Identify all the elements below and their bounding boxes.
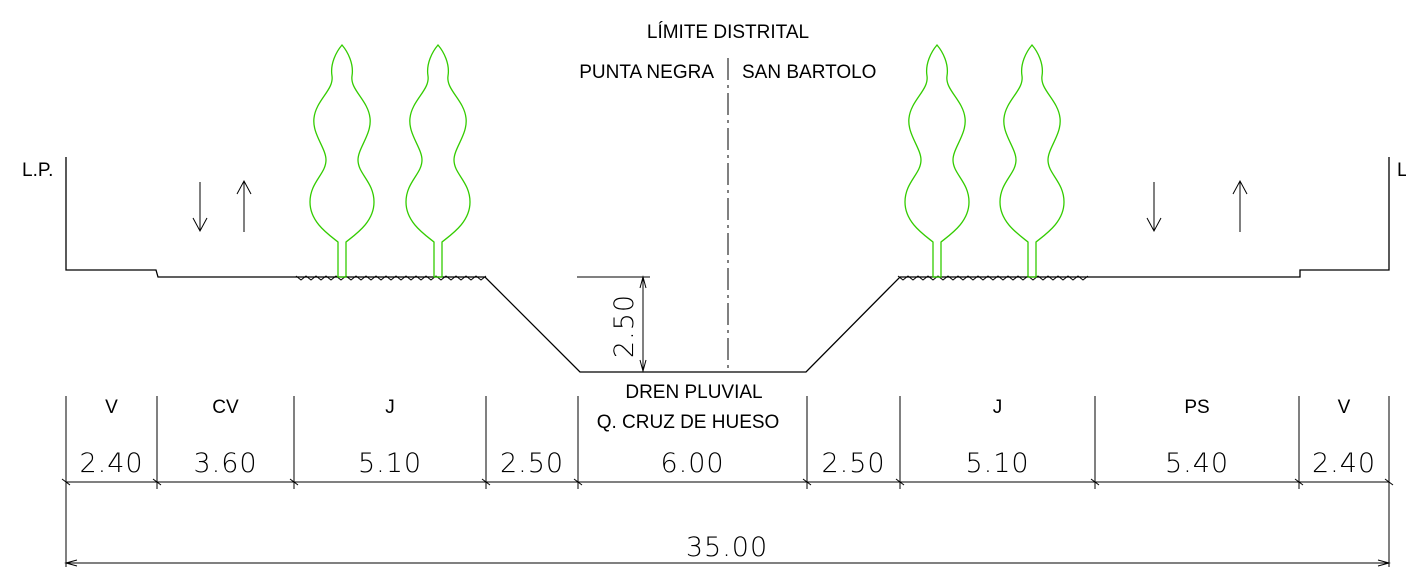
segment-code: V	[105, 397, 118, 418]
tree-icon	[999, 44, 1065, 278]
total-width-value: 35.00	[686, 532, 768, 563]
property-line-right-label: L	[1397, 160, 1406, 181]
left-district-label: PUNTA NEGRA	[579, 62, 714, 83]
segment-code: J	[993, 397, 1003, 418]
segment-dim-arrow	[1294, 478, 1304, 486]
ground-profile	[65, 157, 1390, 373]
segment-width-value: 2.50	[821, 448, 885, 479]
arrow-down-icon	[1146, 182, 1162, 233]
segment-width-value: 6.00	[660, 448, 724, 479]
segment-width-value: 2.40	[1312, 448, 1376, 479]
depth-dim-arrow-bottom	[639, 359, 647, 373]
segment-width-value: 5.40	[1165, 448, 1229, 479]
total-dim-arrow-right	[1377, 559, 1391, 567]
segment-dim-arrow	[1384, 478, 1394, 486]
segment-code: J	[385, 397, 395, 418]
segment-dim-arrow	[802, 478, 812, 486]
property-line-left-label: L.P.	[22, 160, 53, 181]
segment-width-value: 5.10	[358, 448, 422, 479]
trees	[309, 44, 1065, 278]
segment-width-value: 2.50	[500, 448, 564, 479]
boundary-title: LÍMITE DISTRITAL	[647, 22, 809, 43]
tree-icon	[405, 44, 471, 278]
grass-left	[295, 275, 487, 281]
drain-depth-value: 2.50	[609, 294, 640, 358]
segment-width-value: 3.60	[193, 448, 257, 479]
tree-icon	[309, 44, 375, 278]
segment-code: CV	[212, 397, 239, 418]
right-district-label: SAN BARTOLO	[742, 62, 876, 83]
segment-code: V	[1338, 397, 1351, 418]
segment-dim-arrow	[895, 478, 905, 486]
segment-dim-arrow	[481, 478, 491, 486]
segment-width-value: 5.10	[965, 448, 1029, 479]
drain-label-line2: Q. CRUZ DE HUESO	[597, 412, 780, 433]
arrow-up-icon	[236, 179, 252, 232]
segment-dim-arrow	[1090, 478, 1100, 486]
segment-dim-arrow	[573, 478, 583, 486]
arrow-down-icon	[192, 182, 208, 233]
arrow-up-icon	[1232, 179, 1248, 232]
grass-right	[897, 275, 1089, 281]
segment-dim-arrow	[289, 478, 299, 486]
segment-dimensions: V 2.40 CV 3.60 J 5.10 2.50 6.00 2.50 J 5.10 PS 5.40 V…	[61, 396, 1394, 489]
segment-dim-arrow	[152, 478, 162, 486]
drain-label-line1: DREN PLUVIAL	[625, 382, 762, 403]
tree-icon	[904, 44, 970, 278]
total-dim-arrow-left	[64, 559, 78, 567]
segment-width-value: 2.40	[79, 448, 143, 479]
segment-dim-arrow	[61, 478, 71, 486]
depth-dim-arrow-top	[639, 275, 647, 289]
segment-code: PS	[1184, 397, 1209, 418]
